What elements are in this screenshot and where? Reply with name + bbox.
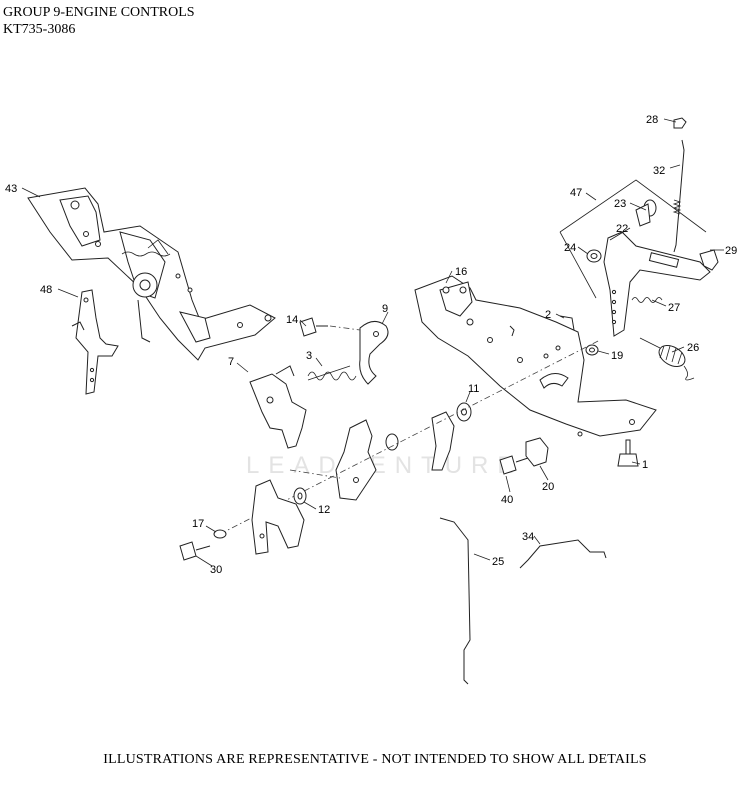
- part-32-rod: [673, 139, 685, 253]
- alignment-line: [329, 325, 361, 331]
- callout-30: 30: [210, 564, 222, 576]
- part-2-link: [559, 315, 575, 331]
- part-43-control-bracket: [27, 187, 276, 361]
- callout-1: 1: [642, 459, 648, 471]
- part-16-control-bracket: [414, 275, 657, 437]
- callout-3: 3: [306, 350, 312, 362]
- callout-40: 40: [501, 494, 513, 506]
- callout-19: 19: [611, 350, 623, 362]
- part-lever-mid: [431, 411, 455, 471]
- part-23-bolt: [635, 199, 657, 227]
- part-48-lever: [71, 289, 119, 395]
- callout-7: 7: [228, 356, 234, 368]
- callout-14: 14: [286, 314, 298, 326]
- callout-11: 11: [468, 383, 479, 395]
- watermark: LEADVENTURE: [246, 452, 523, 479]
- callout-29: 29: [725, 245, 737, 257]
- part-17-washer: [213, 529, 227, 539]
- part-28-screw: [673, 117, 687, 129]
- callout-2: 2: [545, 309, 551, 321]
- part-47-lever-assembly: [559, 179, 707, 299]
- part-1-screw: [617, 439, 639, 467]
- part-14-screw: [299, 317, 328, 337]
- callout-12: 12: [318, 504, 330, 516]
- callout-34: 34: [522, 531, 534, 543]
- part-26-spring: [639, 337, 695, 381]
- callout-23: 23: [614, 198, 626, 210]
- leader-lines: [21, 118, 724, 567]
- callout-43: 43: [5, 183, 17, 195]
- callout-32: 32: [653, 165, 665, 177]
- diagram-title: GROUP 9-ENGINE CONTROLS: [3, 5, 195, 20]
- callout-22: 22: [616, 223, 628, 235]
- part-9-cam: [359, 321, 389, 385]
- part-34-rod: [519, 539, 607, 569]
- part-19-bushing: [585, 344, 599, 356]
- callout-24: 24: [564, 242, 576, 254]
- callout-28: 28: [646, 114, 658, 126]
- callout-48: 48: [40, 284, 52, 296]
- part-mid-lever-assembly: [335, 419, 399, 501]
- part-12-washer: [293, 487, 307, 505]
- part-11-washer: [456, 402, 472, 422]
- callout-9: 9: [382, 303, 388, 315]
- part-lower-lever: [251, 479, 305, 555]
- alignment-line: [289, 469, 341, 479]
- footer-note: ILLUSTRATIONS ARE REPRESENTATIVE - NOT I…: [103, 752, 647, 767]
- part-40-screw: [499, 455, 529, 475]
- part-20-clip: [525, 437, 549, 467]
- callout-17: 17: [192, 518, 204, 530]
- callout-25: 25: [492, 556, 504, 568]
- callout-26: 26: [687, 342, 699, 354]
- part-29-clip: [699, 249, 719, 271]
- part-3-spring: [307, 365, 357, 381]
- part-25-rod: [439, 517, 471, 685]
- part-32-spring: [672, 199, 682, 215]
- callout-27: 27: [668, 302, 680, 314]
- part-22-lever: [603, 231, 711, 337]
- callout-47: 47: [570, 187, 582, 199]
- part-24-washer: [586, 249, 602, 263]
- part-27-spring: [631, 297, 663, 303]
- part-30-screw: [179, 541, 211, 561]
- model-number: KT735-3086: [3, 22, 76, 37]
- callout-20: 20: [542, 481, 554, 493]
- part-7-bracket: [249, 365, 307, 449]
- callout-16: 16: [455, 266, 467, 278]
